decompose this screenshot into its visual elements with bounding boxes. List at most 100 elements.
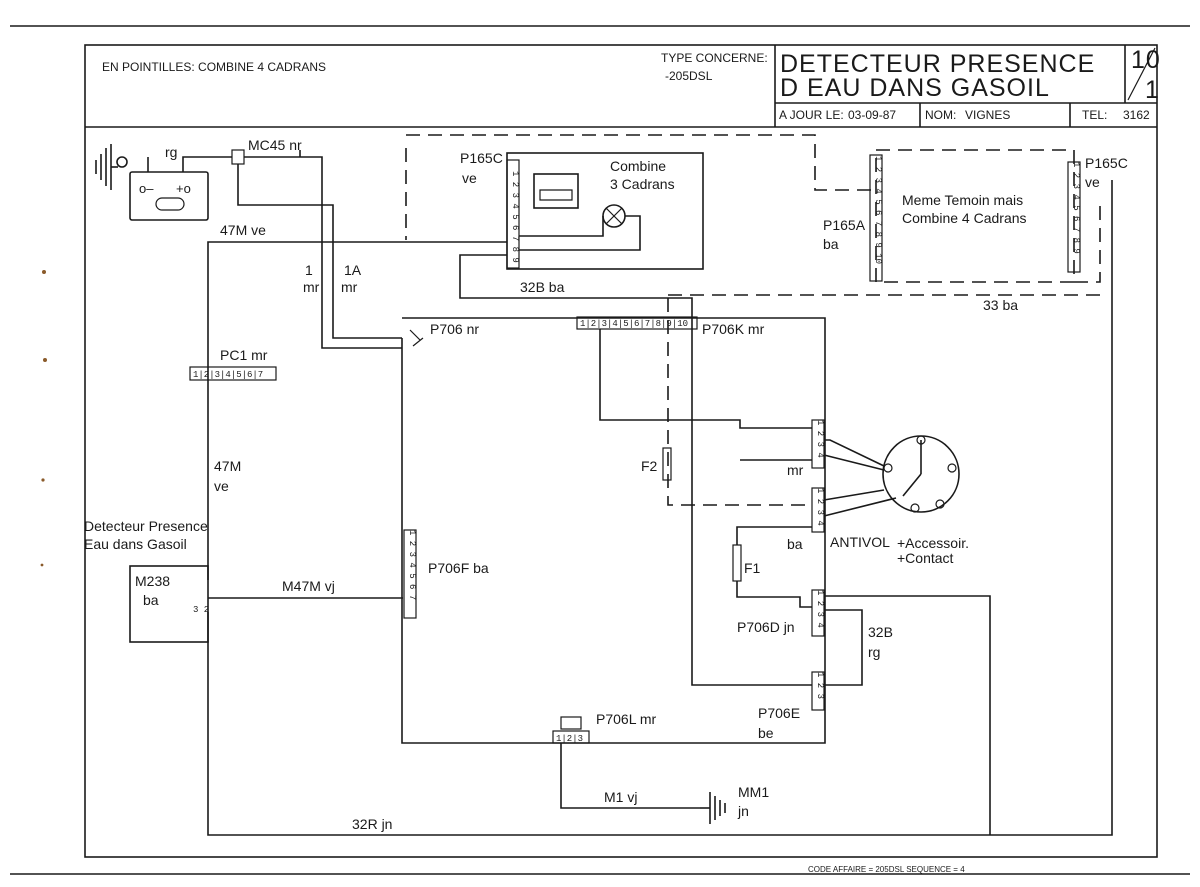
label-32b: 32B <box>868 624 893 640</box>
p165a-connector: 1 2 3 4 5 6 7 8 9 10 <box>869 154 883 282</box>
wire-32b-rg <box>824 609 863 686</box>
p706d-connector: 1 2 3 4 <box>811 589 825 637</box>
p706e-color: be <box>758 725 774 741</box>
cluster-4-dials <box>875 149 1075 283</box>
p706-label: P706 nr <box>430 321 479 337</box>
mc45-label: MC45 nr <box>248 137 302 153</box>
ground-icon <box>95 144 128 190</box>
wire-battery-positive <box>182 156 232 172</box>
p165a-color: ba <box>823 236 839 252</box>
label-47m: 47M <box>214 458 241 474</box>
sheet-number: 10 <box>1131 46 1161 74</box>
dashed-f2-branch <box>667 298 812 506</box>
svg-text:M238: M238 <box>135 573 170 589</box>
svg-text:1 2 3 4: 1 2 3 4 <box>815 488 825 526</box>
p706l-label: P706L mr <box>596 711 657 727</box>
cluster-3-dials: 1 2 3 4 5 6 7 8 9 Combine 3 Cadrans <box>506 152 704 270</box>
svg-text:1|2|3: 1|2|3 <box>556 734 583 744</box>
wire-to-32r <box>824 595 991 835</box>
label-1: 1 <box>305 262 313 278</box>
svg-text:1 2 3: 1 2 3 <box>815 672 825 699</box>
fuse-f1 <box>732 544 742 582</box>
label-1a: 1A <box>344 262 362 278</box>
title-block: EN POINTILLES: COMBINE 4 CADRANS TYPE CO… <box>85 45 1161 874</box>
dashed-cluster-4-frame <box>405 134 872 240</box>
tel-value: 3162 <box>1123 108 1150 122</box>
antivol-ba: ba <box>787 536 803 552</box>
svg-text:1|2|3|4|5|6|7: 1|2|3|4|5|6|7 <box>193 370 263 380</box>
p706f-connector: 1 2 3 4 5 6 7 <box>403 529 417 619</box>
svg-text:1|2|3|4|5|6|7|8|9|10: 1|2|3|4|5|6|7|8|9|10 <box>580 319 688 329</box>
p706d-label: P706D jn <box>737 619 795 635</box>
svg-text:1 2 3 4 5 6 7 8 9 10: 1 2 3 4 5 6 7 8 9 10 <box>873 156 883 264</box>
detector-title-2: Eau dans Gasoil <box>84 536 187 552</box>
pc1-label: PC1 mr <box>220 347 268 363</box>
wire-1a-mr <box>237 164 402 339</box>
p165c-right-color: ve <box>1085 174 1100 190</box>
title-line-1: DETECTEUR PRESENCE <box>780 50 1095 78</box>
sheet-sub: 1 <box>1145 76 1160 104</box>
svg-text:1 2 3 4 5 6 7 8 9: 1 2 3 4 5 6 7 8 9 <box>1071 162 1081 254</box>
detector-title-1: Detecteur Presence <box>84 518 208 534</box>
label-rg: rg <box>868 644 880 660</box>
update-label: A JOUR LE: <box>779 108 844 122</box>
fuse-f2 <box>662 447 672 481</box>
svg-text:3 2: 3 2 <box>193 605 209 615</box>
title-line-2: D EAU DANS GASOIL <box>780 74 1050 102</box>
label-32b-ba: 32B ba <box>520 279 565 295</box>
label-1-mr: mr <box>303 279 320 295</box>
label-m47m-vj: M47M vj <box>282 578 335 594</box>
mm1-label: MM1 <box>738 784 769 800</box>
type-value: -205DSL <box>665 69 713 83</box>
cluster-4-line2: Combine 4 Cadrans <box>902 210 1027 226</box>
antivol-accessoir: +Accessoir. <box>897 535 969 551</box>
type-label: TYPE CONCERNE: <box>661 51 768 65</box>
p706k-label: P706K mr <box>702 321 765 337</box>
svg-text:1 2 3 4: 1 2 3 4 <box>815 420 825 458</box>
p706l-connector: 1|2|3 <box>552 716 590 744</box>
name-value: VIGNES <box>965 108 1010 122</box>
svg-text:Combine: Combine <box>610 158 666 174</box>
p165c-left-label: P165C <box>460 150 503 166</box>
f2-label: F2 <box>641 458 658 474</box>
legend-note: EN POINTILLES: COMBINE 4 CADRANS <box>102 60 326 74</box>
tel-label: TEL: <box>1082 108 1107 122</box>
label-1a-mr: mr <box>341 279 358 295</box>
svg-text:+o: +o <box>176 181 191 196</box>
name-label: NOM: <box>925 108 956 122</box>
svg-text:ba: ba <box>143 592 159 608</box>
p165c-right-label: P165C <box>1085 155 1128 171</box>
p706e-connector: 1 2 3 <box>811 671 825 711</box>
antivol-label: ANTIVOL <box>830 534 890 550</box>
ignition-switch: 1 2 3 4 1 2 3 4 <box>811 419 960 533</box>
speck <box>40 563 44 567</box>
wire-rg-label: rg <box>165 144 177 160</box>
drawing-border <box>84 44 1158 858</box>
label-32r-jn: 32R jn <box>352 816 392 832</box>
svg-text:o–: o– <box>139 181 154 196</box>
wire-47m-ve <box>207 241 507 580</box>
mm1-color: jn <box>737 803 749 819</box>
p165a-label: P165A <box>823 217 866 233</box>
battery: o– +o <box>129 171 209 221</box>
antivol-contact: +Contact <box>897 550 954 566</box>
svg-text:3 Cadrans: 3 Cadrans <box>610 176 675 192</box>
water-detector: M238 ba 3 2 <box>129 565 209 643</box>
p706k-connector: 1|2|3|4|5|6|7|8|9|10 <box>576 316 698 330</box>
wire-32b-ba <box>459 254 812 686</box>
p706e-label: P706E <box>758 705 800 721</box>
p706f-label: P706F ba <box>428 560 489 576</box>
mc45-connector <box>231 149 245 165</box>
label-47m-ve-top: 47M ve <box>220 222 266 238</box>
wire-1-mr <box>244 156 402 349</box>
wire-antivol-1 <box>599 329 812 429</box>
speck <box>42 270 46 274</box>
antivol-mr: mr <box>787 462 804 478</box>
p165c-right-connector: 1 2 3 4 5 6 7 8 9 <box>1067 161 1081 273</box>
label-33-ba: 33 ba <box>983 297 1018 313</box>
wire-32r-jn <box>207 180 1113 836</box>
update-date: 03-09-87 <box>848 108 896 122</box>
speck <box>43 358 47 362</box>
